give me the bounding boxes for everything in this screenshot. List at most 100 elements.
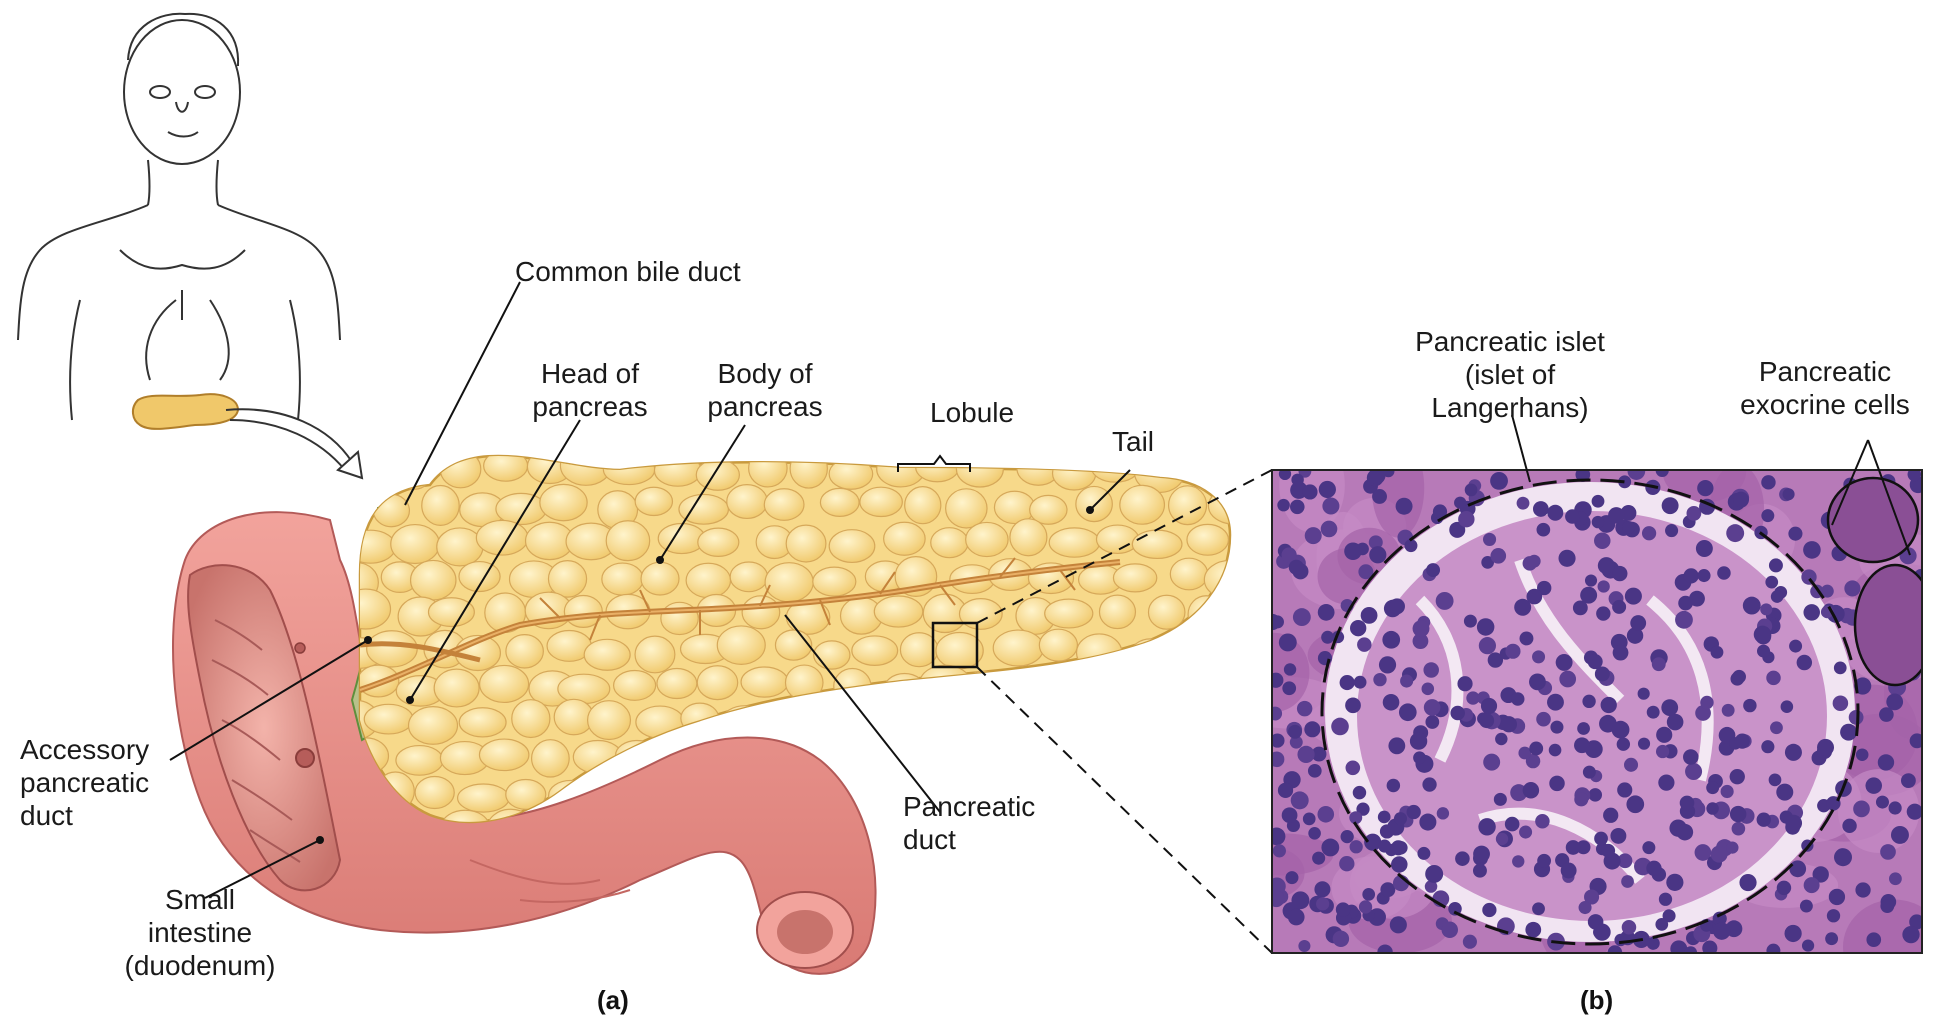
lobule-blob [818,711,857,741]
nucleus [1621,875,1634,888]
lobule-blob [1072,706,1118,746]
label-pancreatic-islet: Pancreatic islet (islet of Langerhans) [1390,325,1630,424]
lobule-blob [786,525,826,562]
nucleus [1842,819,1856,833]
body-silhouette-icon [18,14,340,420]
nucleus [1803,604,1819,620]
nucleus [1577,722,1590,735]
nucleus [1675,611,1693,629]
nucleus [1880,844,1896,860]
nucleus [1833,695,1849,711]
nucleus [1856,748,1869,761]
nucleus [1777,881,1791,895]
nucleus [1879,707,1894,722]
nucleus [1594,532,1611,549]
nucleus [1373,673,1386,686]
nucleus [1717,566,1731,580]
nucleus [1730,769,1745,784]
nucleus [1528,555,1541,568]
nucleus [1322,498,1339,515]
lobule-blob [496,493,546,524]
nucleus [1646,861,1661,876]
lobule-blob [1187,524,1229,555]
nucleus [1803,541,1821,559]
nucleus [1849,710,1864,725]
nucleus [1760,603,1772,615]
label-small-intestine: Small intestine (duodenum) [110,883,290,982]
lobule-blob [584,639,630,670]
lobule-blob [1051,817,1089,846]
lobule-blob [765,563,813,602]
lobule-blob [428,598,474,627]
nucleus [1369,546,1386,563]
nucleus [1400,675,1413,688]
nucleus [1658,775,1674,791]
nucleus [1390,916,1407,933]
nucleus [1801,569,1816,584]
lobule-blob [458,784,509,812]
nucleus [1483,754,1500,771]
nucleus [1596,606,1610,620]
nucleus [1788,527,1802,541]
nucleus [1901,773,1916,788]
nucleus [1726,524,1744,542]
lobule-blob [1113,564,1156,592]
lobule-blob [686,563,730,597]
lobule-blob [409,707,458,745]
nucleus [1273,844,1286,857]
lobule-blob [1148,595,1184,629]
nucleus [1483,533,1496,546]
nucleus [1592,495,1605,508]
nucleus [1463,935,1477,949]
nucleus [1357,637,1371,651]
nucleus [1853,801,1870,818]
nucleus [1437,807,1449,819]
nucleus [1387,779,1400,792]
nucleus [1336,902,1350,916]
lobule-blob [920,665,971,699]
lobule-blob [698,528,739,556]
nucleus [1478,818,1495,835]
lobule-blob [1099,595,1135,628]
nucleus [1866,932,1881,947]
nucleus [1490,548,1506,564]
nucleus [1661,699,1678,716]
nucleus [1426,563,1440,577]
lobule-blob [1132,530,1182,558]
lobule-blob [532,740,570,777]
lobule-blob [874,596,923,627]
lobule-blob [1077,634,1122,671]
nucleus [1891,826,1909,844]
nucleus [1574,792,1588,806]
nucleus [1314,881,1330,897]
nucleus [1511,692,1525,706]
panel-label-b: (b) [1580,985,1613,1016]
nucleus [1726,841,1738,853]
lobule-blob [681,703,719,733]
nucleus [1876,796,1889,809]
nucleus [1419,814,1436,831]
lobule-blob [1069,780,1121,808]
nucleus [1585,574,1597,586]
nucleus [1424,699,1441,716]
nucleus [1817,739,1834,756]
nucleus [1340,675,1355,690]
nucleus [1361,607,1378,624]
nucleus [1757,645,1770,658]
lobule-blob [947,711,986,741]
nucleus [1680,796,1695,811]
nucleus [1442,922,1458,938]
lobule-blob [1217,708,1258,738]
nucleus [1394,812,1407,825]
nucleus [1282,681,1296,695]
lobule-blob [884,522,926,555]
nucleus [1344,542,1362,560]
lobule-blob [749,450,787,487]
lobule-blob [1206,779,1246,818]
nucleus [1761,509,1774,522]
nucleus [1378,811,1391,824]
lobule-blob [506,635,543,668]
lobule-blob [1006,740,1048,771]
nucleus [1319,481,1336,498]
